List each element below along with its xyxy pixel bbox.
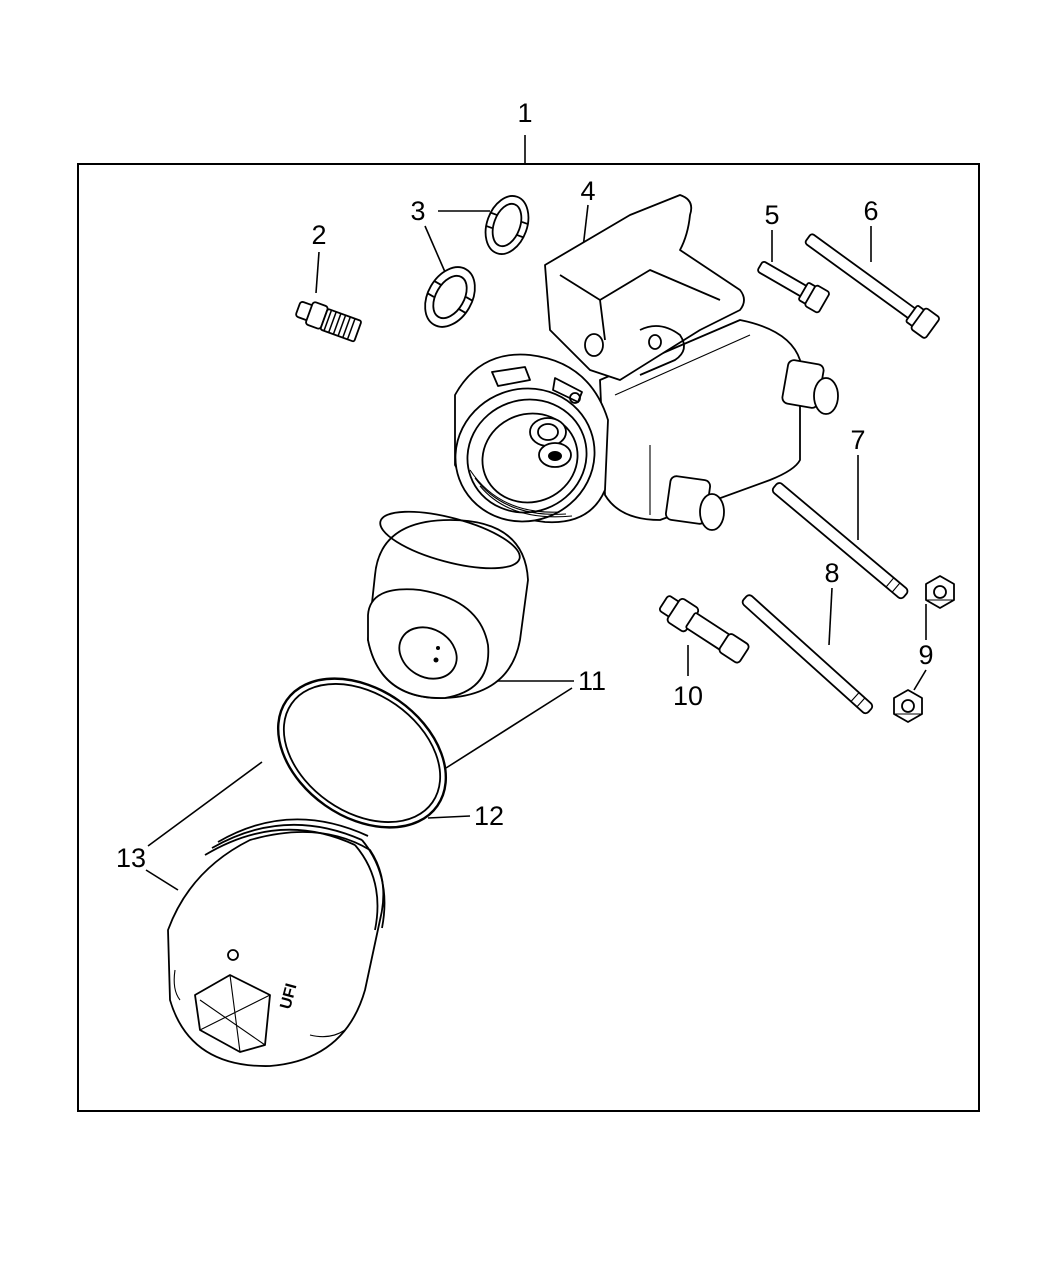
leader-8 xyxy=(828,587,833,646)
leader-11b xyxy=(445,687,573,769)
callout-1: 1 xyxy=(517,98,532,128)
callout-5: 5 xyxy=(764,200,779,230)
callout-13: 13 xyxy=(116,843,146,873)
part-3-seal-rings xyxy=(424,195,530,328)
callout-12: 12 xyxy=(474,801,504,831)
part-4-filter-housing xyxy=(454,194,839,531)
part-11-filter-element xyxy=(367,510,529,699)
part-2-sensor xyxy=(295,301,362,343)
leader-13a xyxy=(147,761,263,847)
callout-6: 6 xyxy=(863,196,878,226)
callout-2: 2 xyxy=(311,220,326,250)
part-5-bolt xyxy=(757,261,830,314)
leader-3b xyxy=(424,225,446,273)
part-13-filter-cap: UFI xyxy=(167,818,386,1067)
part-12-o-ring xyxy=(276,677,448,829)
callout-4: 4 xyxy=(580,176,595,206)
callout-labels: 1 2 3 4 5 6 7 8 9 10 11 12 13 xyxy=(116,98,934,873)
callout-11: 11 xyxy=(578,666,606,696)
leader-13b xyxy=(145,869,179,891)
leader-2 xyxy=(315,251,320,294)
part-10-drain-plug xyxy=(658,595,750,664)
leader-12 xyxy=(427,815,471,819)
callout-7: 7 xyxy=(850,425,865,455)
leader-4 xyxy=(582,204,589,249)
callout-3: 3 xyxy=(410,196,425,226)
part-8-stud xyxy=(741,594,874,715)
leader-9b xyxy=(913,669,927,691)
part-9-nuts xyxy=(893,575,955,723)
callout-8: 8 xyxy=(824,558,839,588)
leader-lines xyxy=(145,135,927,891)
callout-9: 9 xyxy=(918,640,933,670)
part-7-stud xyxy=(771,482,909,600)
callout-10: 10 xyxy=(673,681,703,711)
cap-marking: UFI xyxy=(277,982,300,1011)
assembly-frame xyxy=(77,163,980,1112)
part-6-bolt xyxy=(804,233,940,339)
